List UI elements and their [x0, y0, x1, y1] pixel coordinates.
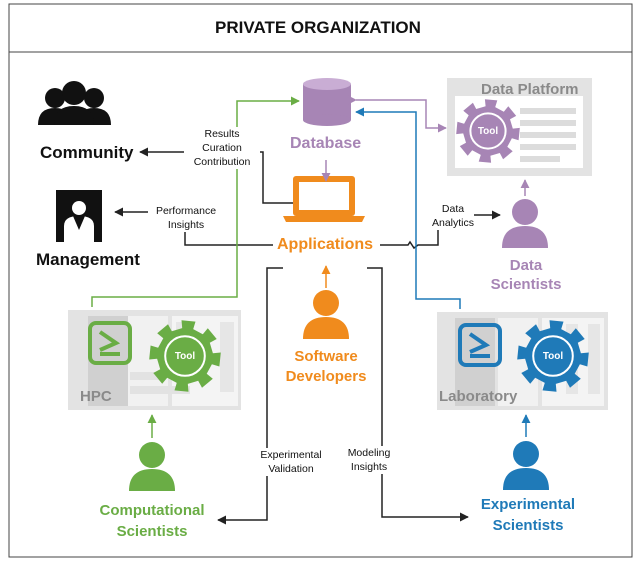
edge-database-data-platform — [347, 95, 447, 133]
edge-label-line: Experimental — [260, 449, 322, 461]
edge-label-line: Insights — [167, 219, 205, 231]
gear-center — [473, 116, 503, 146]
data-platform-label: Data Platform — [481, 81, 579, 98]
laboratory-tool-label: Tool — [542, 351, 564, 362]
computational-scientist-person-icon — [129, 442, 175, 491]
gear-center — [536, 339, 570, 373]
edge-laboratory-to-database — [355, 107, 461, 309]
hpc-terminal-icon — [88, 321, 132, 365]
gear-center — [168, 339, 202, 373]
edge-label-line: Validation — [268, 463, 314, 475]
diagram-title: PRIVATE ORGANIZATION — [215, 18, 421, 37]
organization-frame — [8, 3, 633, 558]
applications-label: Applications — [277, 236, 374, 253]
database-label: Database — [290, 135, 362, 152]
data-scientists-line-2: Scientists — [490, 276, 562, 293]
data-scientists-label: Data Scientists — [480, 256, 572, 294]
software-developers-line-1: Software — [294, 348, 358, 365]
edge-applications-to-computational — [217, 267, 283, 525]
edge-label-line: Data — [441, 203, 465, 215]
data-analytics-label: Data Analytics — [432, 202, 474, 230]
data-platform-gear-icon — [456, 99, 520, 163]
laboratory-gear-icon — [517, 320, 589, 392]
experimental-validation-label: Experimental Validation — [256, 448, 326, 476]
hpc-tool-label: Tool — [174, 351, 196, 362]
edge-label-line: Insights — [350, 461, 388, 473]
hpc-gear-icon — [149, 320, 221, 392]
edge-label-line: Performance — [155, 205, 217, 217]
edge-applications-to-experimental — [367, 267, 469, 522]
edge-label-line: Results — [204, 128, 240, 140]
software-developers-label: Software Developers — [278, 347, 374, 387]
software-developer-person-icon — [303, 290, 349, 339]
data-scientist-person-icon — [502, 199, 548, 248]
edge-label-line: Contribution — [193, 156, 251, 168]
experimental-scientists-line-2: Scientists — [492, 517, 564, 534]
modeling-insights-label: Modeling Insights — [342, 446, 396, 474]
edge-label-line: Modeling — [347, 447, 391, 459]
computational-scientists-line-2: Scientists — [116, 523, 188, 540]
edge-label-line: Curation — [202, 142, 242, 154]
software-developers-line-2: Developers — [285, 368, 367, 385]
data-scientists-line-1: Data — [509, 257, 543, 274]
experimental-scientists-line-1: Experimental — [480, 496, 576, 513]
laboratory-terminal-icon — [458, 323, 502, 367]
experimental-scientist-person-icon — [503, 441, 549, 490]
community-icon — [38, 81, 111, 125]
hpc-label: HPC — [80, 388, 112, 405]
edge-hpc-to-database — [91, 96, 300, 307]
laboratory-label: Laboratory — [439, 388, 518, 405]
laptop-icon — [283, 176, 365, 222]
experimental-scientists-label: Experimental Scientists — [466, 494, 590, 536]
edge-label-line: Analytics — [432, 217, 475, 229]
community-label: Community — [40, 143, 134, 162]
database-icon — [303, 78, 351, 126]
results-curation-contribution-label: Results Curation Contribution — [184, 127, 260, 169]
computational-scientists-line-1: Computational — [99, 502, 205, 519]
computational-scientists-label: Computational Scientists — [86, 500, 218, 542]
performance-insights-label: Performance Insights — [148, 204, 224, 232]
management-label: Management — [36, 250, 140, 269]
management-icon — [56, 190, 102, 242]
data-platform-tool-label: Tool — [477, 126, 499, 137]
